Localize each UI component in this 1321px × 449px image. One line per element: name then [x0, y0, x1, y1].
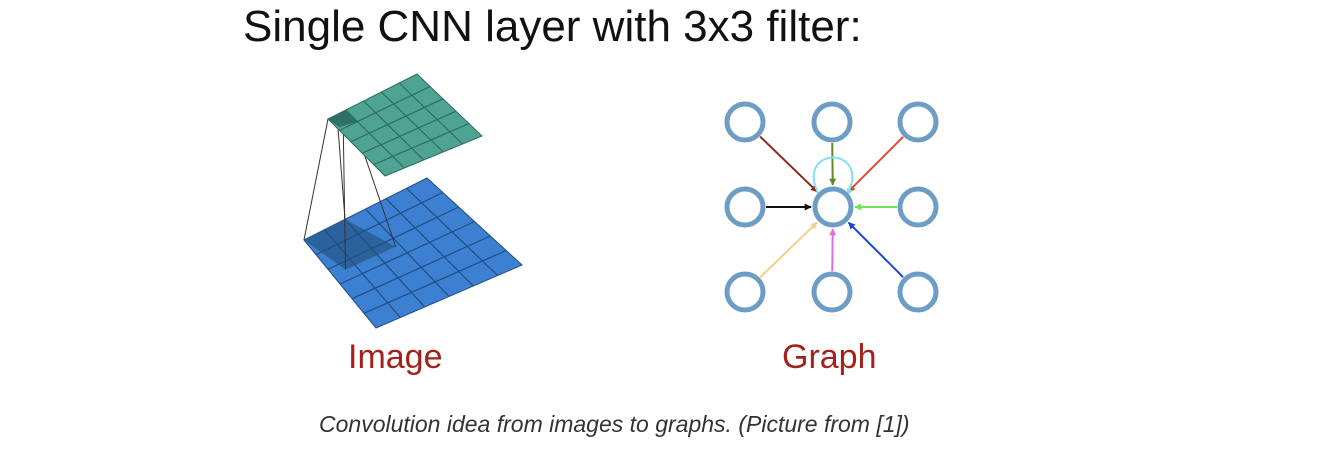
graph-node-center — [812, 186, 854, 228]
graph-node-bottom-right — [897, 271, 939, 313]
graph-node-middle-right — [897, 186, 939, 228]
figure-caption: Convolution idea from images to graphs. … — [319, 411, 910, 437]
grid-line — [373, 123, 470, 166]
graph-label: Graph — [782, 338, 877, 376]
grid-line — [361, 110, 457, 154]
graph-edge-bottom-left — [759, 221, 818, 279]
grid-line — [363, 249, 507, 314]
image-label: Image — [348, 338, 443, 376]
input-grid-lines — [315, 187, 507, 318]
diagram-title: Single CNN layer with 3x3 filter: — [243, 2, 862, 51]
input-image-grid — [303, 177, 523, 329]
receptive-line — [337, 127, 346, 220]
receptive-line — [303, 118, 329, 241]
receptive-field-lines — [303, 111, 397, 270]
receptive-line — [342, 111, 346, 270]
graph-node-bottom-left — [724, 271, 766, 313]
grid-line — [345, 109, 405, 169]
output-grid-lines — [339, 82, 470, 169]
output-feature-grid — [327, 73, 483, 177]
grid-line — [339, 85, 431, 131]
output-grid-highlight-cell — [328, 110, 358, 127]
graph-node-top-left — [724, 101, 766, 143]
graph-node-middle-left — [724, 186, 766, 228]
graph-node-bottom-middle — [811, 271, 853, 313]
grid-line — [350, 98, 444, 143]
grid-line — [380, 91, 444, 153]
self-loop-edge — [812, 156, 854, 196]
grid-line — [398, 82, 464, 145]
graph-node-top-right — [897, 101, 939, 143]
grid-line — [363, 100, 425, 161]
graph-edge-bottom-right — [847, 221, 904, 278]
graph-edge-top-right — [847, 136, 904, 193]
graph-edge-top-left — [759, 135, 818, 193]
graph-nodes — [724, 101, 939, 313]
output-grid-plane — [327, 73, 483, 177]
graph-edges — [759, 135, 904, 279]
graph-node-top-middle — [811, 101, 853, 143]
